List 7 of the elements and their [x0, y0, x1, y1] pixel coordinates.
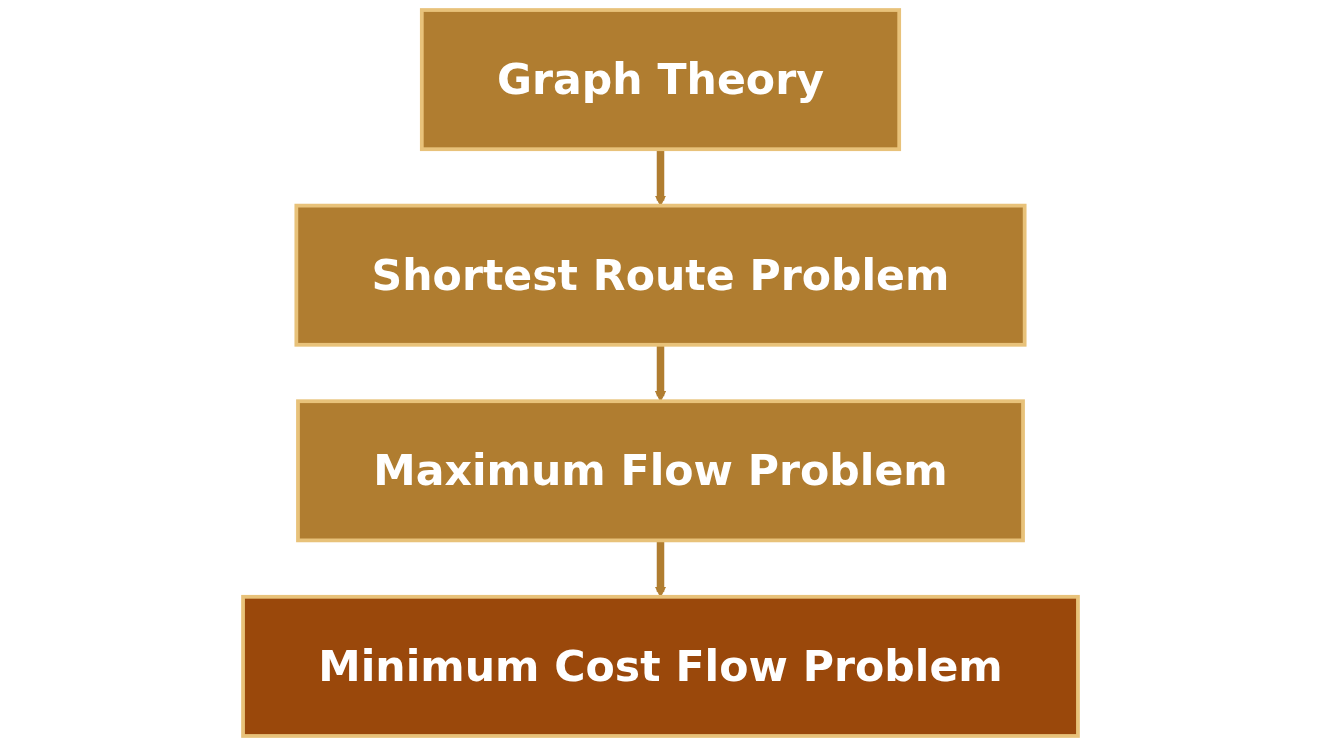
- arrow: [655, 344, 666, 402]
- arrow: [655, 149, 666, 207]
- node-box: Minimum Cost Flow Problem: [241, 594, 1080, 738]
- node-box: Maximum Flow Problem: [296, 399, 1025, 543]
- arrow: [655, 540, 666, 598]
- node-box: Shortest Route Problem: [294, 203, 1027, 347]
- node-box: Graph Theory: [419, 8, 902, 152]
